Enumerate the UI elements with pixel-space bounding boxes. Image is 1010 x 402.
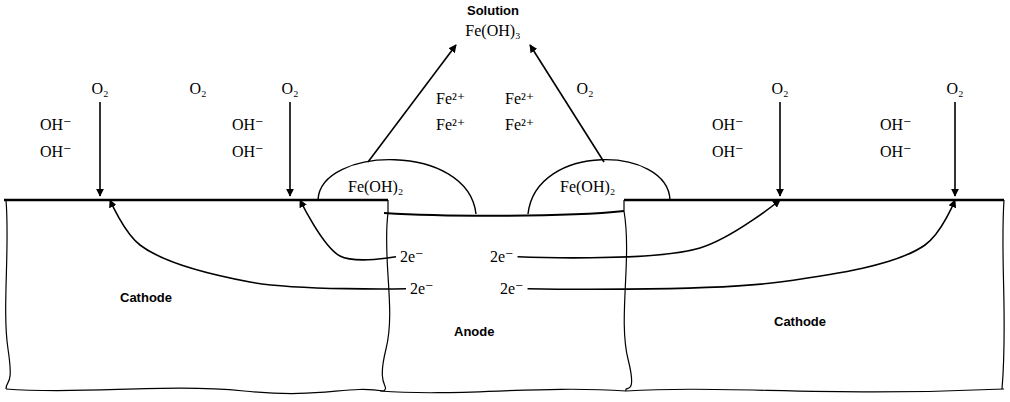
- species-label: OH⁻: [880, 143, 912, 161]
- outline-stroke: [318, 160, 476, 214]
- title-label: Solution: [467, 4, 519, 18]
- ion-label: Fe²⁺: [505, 116, 534, 134]
- ion-label: Fe²⁺: [436, 116, 465, 134]
- outline-stroke: [6, 388, 384, 393]
- species-label: OH⁻: [880, 116, 912, 134]
- oxygen-arrow: [99, 102, 101, 196]
- outline-stroke: [380, 389, 626, 392]
- outline-stroke: [4, 199, 388, 202]
- outline-stroke: [1002, 200, 1004, 389]
- electron-flow-arrow: [300, 200, 396, 260]
- species-label: O₂: [576, 80, 593, 98]
- ion-label: Fe²⁺: [505, 90, 534, 108]
- electron-flow-arrow: [110, 200, 406, 289]
- node-label: Cathode: [120, 291, 172, 305]
- oxidation-arrow: [530, 45, 604, 162]
- outline-stroke: [624, 200, 632, 391]
- species-label: Fe(OH)₃: [465, 22, 520, 40]
- outline-stroke: [382, 200, 389, 391]
- region-outline: [4, 199, 388, 395]
- species-label: O₂: [771, 80, 788, 98]
- outline-stroke: [624, 199, 1004, 202]
- species-label: O₂: [281, 80, 298, 98]
- species-label: O₂: [91, 80, 108, 98]
- outline-stroke: [528, 160, 670, 214]
- node-label: Anode: [454, 325, 494, 339]
- outline-stroke: [384, 211, 624, 216]
- electron-label: 2e⁻: [400, 248, 424, 266]
- node-label: Cathode: [774, 315, 826, 329]
- node-label: Fe(OH)₂: [348, 178, 403, 196]
- species-label: OH⁻: [712, 143, 744, 161]
- species-label: OH⁻: [232, 143, 264, 161]
- oxygen-arrow: [779, 102, 781, 196]
- species-label: OH⁻: [40, 116, 72, 134]
- species-label: OH⁻: [232, 116, 264, 134]
- hydroxide-deposit: Fe(OH)₂: [528, 156, 670, 218]
- oxygen-arrow: [954, 102, 956, 196]
- hydroxide-deposit: Fe(OH)₂: [318, 156, 476, 218]
- species-label: OH⁻: [712, 116, 744, 134]
- oxygen-arrow: [289, 102, 291, 196]
- cathode-region: Cathode: [4, 199, 388, 395]
- outline-stroke: [626, 389, 1004, 392]
- region-outline: [624, 199, 1006, 395]
- species-label: O₂: [946, 80, 963, 98]
- node-label: Fe(OH)₂: [560, 178, 615, 196]
- electron-label: 2e⁻: [500, 280, 524, 298]
- outline-stroke: [6, 200, 11, 389]
- species-label: O₂: [189, 80, 206, 98]
- species-label: OH⁻: [40, 143, 72, 161]
- electron-flow-arrow: [518, 200, 780, 258]
- electron-label: 2e⁻: [490, 248, 514, 266]
- electron-label: 2e⁻: [410, 280, 434, 298]
- cathode-region: Cathode: [624, 199, 1006, 395]
- ion-label: Fe²⁺: [436, 90, 465, 108]
